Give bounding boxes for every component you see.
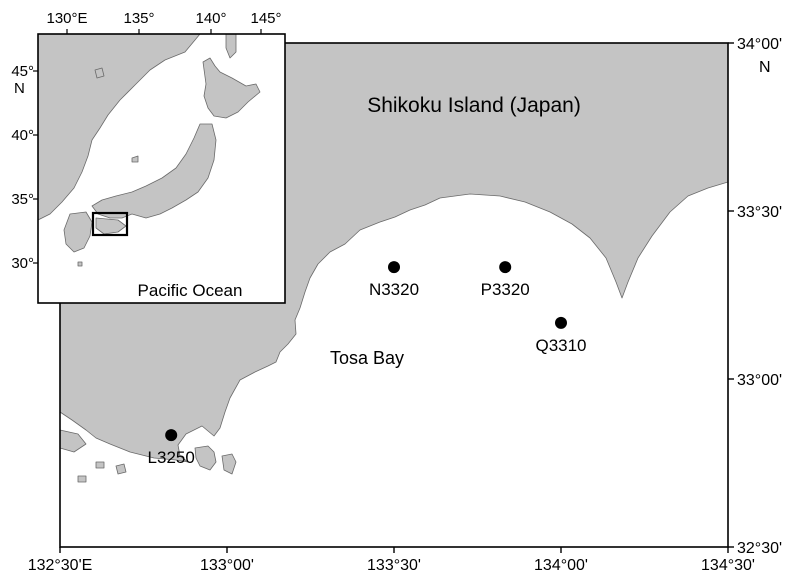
island (77, 261, 83, 267)
mainland-asia (38, 34, 201, 221)
x-axis-ticks (59, 547, 729, 553)
ocean-label: Pacific Ocean (138, 281, 243, 300)
island (59, 429, 87, 453)
x-tick-label: 133°00' (200, 557, 254, 573)
inset-x-ticks (66, 29, 262, 34)
bay-label: Tosa Bay (330, 348, 404, 368)
inset-frame (37, 33, 286, 304)
inset-x-tick-label: 140° (195, 10, 226, 27)
station-marker (165, 429, 178, 442)
landmass-label: Shikoku Island (Japan) (367, 94, 581, 117)
station-marker (499, 261, 512, 274)
inset-y-tick-label: 45° (11, 63, 34, 80)
y-tick-label: 33°00' (737, 372, 782, 389)
inset-x-tick-label: 145° (250, 10, 281, 27)
y-tick-label: 33°30' (737, 204, 782, 221)
island (95, 461, 105, 469)
north-marker: N (759, 59, 771, 76)
island (221, 453, 237, 475)
station-label: N3320 (369, 280, 419, 299)
island (94, 67, 105, 79)
inset-y-tick-label: 30° (11, 255, 34, 272)
y-axis-ticks (728, 42, 734, 548)
island (115, 463, 127, 475)
station-marker (388, 261, 400, 274)
inset-y-tick-label: 35° (11, 191, 34, 208)
inset-y-ticks (33, 70, 38, 264)
inset-y-tick-label: 40° (11, 127, 34, 144)
honshu (91, 123, 217, 219)
station-label: P3320 (481, 280, 530, 299)
inset-x-tick-label: 130°E (46, 10, 87, 27)
inset-x-tick-label: 135° (123, 10, 154, 27)
sakhalin (225, 34, 237, 59)
island (131, 155, 139, 163)
inset-north-marker: N (14, 80, 25, 97)
x-tick-label: 134°00' (534, 557, 588, 573)
shikoku-inset (95, 217, 127, 235)
y-tick-label: 32°30' (737, 540, 782, 557)
study-area-box (91, 211, 129, 237)
station-label: Q3310 (535, 336, 586, 355)
x-tick-label: 132°30'E (28, 557, 93, 573)
inset-map: 130°E 135° 140° 145° 45° N 40° 35° 30° P… (11, 10, 286, 304)
station-label: L3250 (148, 448, 195, 467)
x-tick-label: 134°30' (701, 557, 755, 573)
station-marker (555, 316, 567, 329)
kyushu (63, 211, 93, 253)
island (194, 445, 217, 471)
x-tick-label: 133°30' (367, 557, 421, 573)
hokkaido (202, 57, 261, 119)
y-tick-label: 34°00' (737, 36, 782, 53)
island (77, 475, 87, 483)
